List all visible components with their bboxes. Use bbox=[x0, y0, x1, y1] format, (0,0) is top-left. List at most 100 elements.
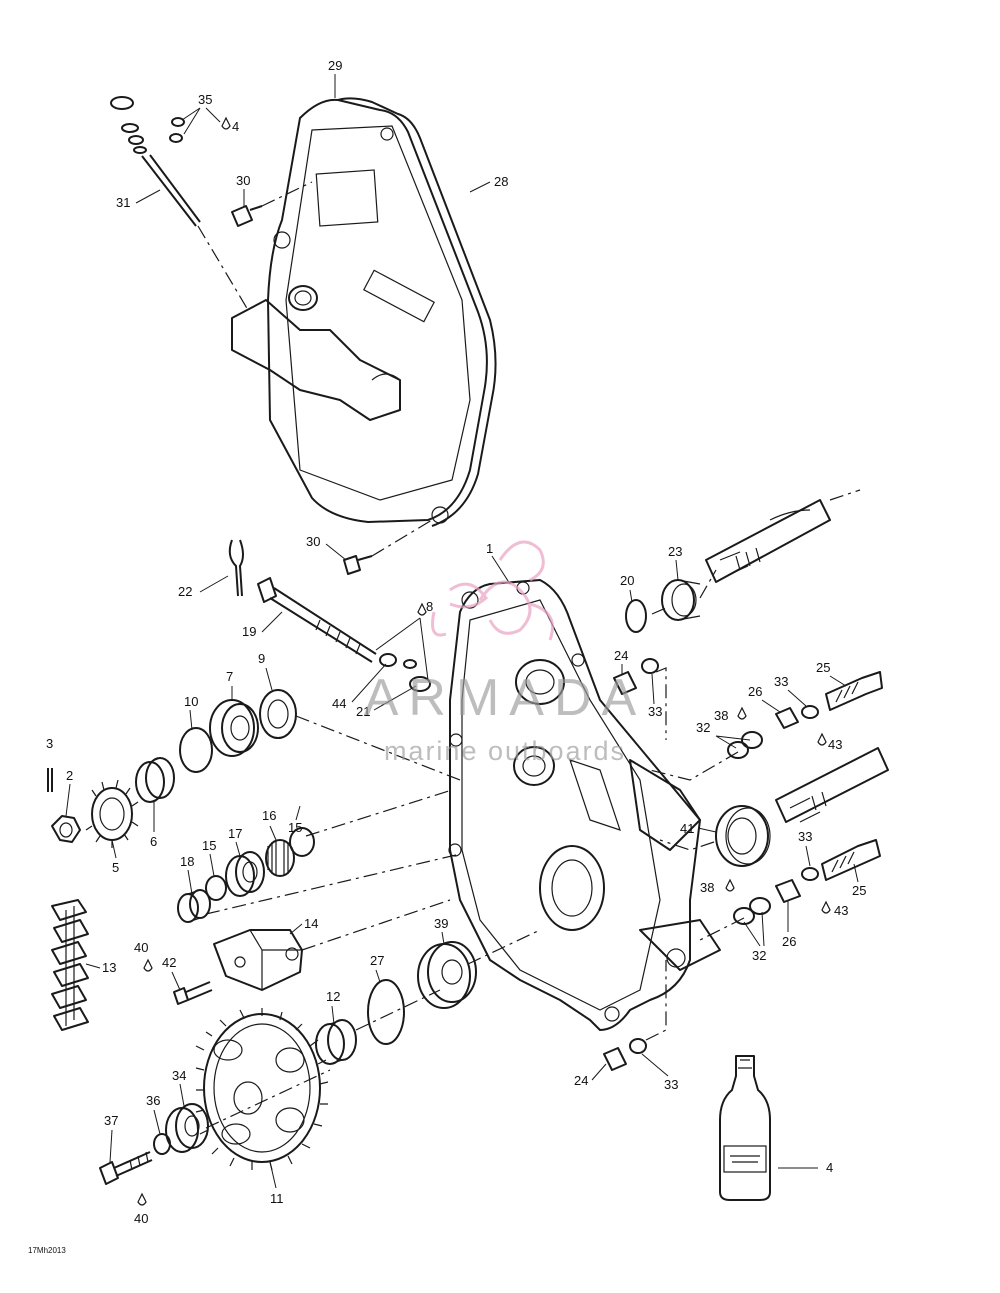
washer-36 bbox=[153, 1133, 171, 1155]
bearing-7 bbox=[209, 699, 259, 757]
callout-28: 28 bbox=[494, 174, 508, 189]
callout-33-left: 33 bbox=[648, 704, 662, 719]
callout-15-right: 15 bbox=[288, 820, 302, 835]
chain-13 bbox=[51, 899, 89, 1031]
callout-25-bottom: 25 bbox=[852, 883, 866, 898]
callout-40-bottom: 40 bbox=[134, 1211, 148, 1226]
callout-22: 22 bbox=[178, 584, 192, 599]
callout-33-bottom: 33 bbox=[664, 1077, 678, 1092]
callout-32-top: 32 bbox=[696, 720, 710, 735]
circlip-27 bbox=[367, 979, 405, 1045]
bolt-30-lower bbox=[343, 519, 433, 575]
callout-39: 39 bbox=[434, 916, 448, 931]
watermark-brand: ARMADA bbox=[363, 669, 647, 727]
callout-34: 34 bbox=[172, 1068, 186, 1083]
callout-15-left: 15 bbox=[202, 838, 216, 853]
nut-2 bbox=[51, 815, 81, 843]
bearing-34 bbox=[165, 1103, 209, 1153]
callout-40-top: 40 bbox=[134, 940, 148, 955]
callout-2: 2 bbox=[66, 768, 73, 783]
bolt-19 bbox=[257, 577, 431, 692]
cotter-pin-22 bbox=[228, 539, 244, 597]
circlip-10 bbox=[179, 727, 213, 773]
callout-44: 44 bbox=[332, 696, 346, 711]
washer-15-right bbox=[289, 827, 315, 857]
callout-25-top: 25 bbox=[816, 660, 830, 675]
callout-12: 12 bbox=[326, 989, 340, 1004]
sprocket-5 bbox=[85, 779, 139, 848]
washer-15-left bbox=[205, 875, 227, 901]
callout-21: 21 bbox=[356, 704, 370, 719]
callout-36: 36 bbox=[146, 1093, 160, 1108]
watermark-tagline: marine outboards bbox=[383, 736, 627, 766]
o-ring-20 bbox=[625, 599, 647, 633]
sleeve-12 bbox=[315, 1019, 357, 1065]
assembly-lines bbox=[205, 569, 745, 1129]
callout-23: 23 bbox=[668, 544, 682, 559]
tensioner-lower bbox=[725, 839, 881, 925]
sprocket-11 bbox=[195, 1008, 329, 1171]
callout-41: 41 bbox=[680, 821, 694, 836]
tensioner-upper bbox=[727, 671, 883, 759]
callout-43-bottom: 43 bbox=[834, 903, 848, 918]
callout-33-top: 33 bbox=[774, 674, 788, 689]
callout-26-top: 26 bbox=[748, 684, 762, 699]
callout-24-bottom: 24 bbox=[574, 1073, 588, 1088]
callout-9: 9 bbox=[258, 651, 265, 666]
callout-18: 18 bbox=[180, 854, 194, 869]
figure-code: 17Mh2013 bbox=[28, 1246, 66, 1255]
callout-31: 31 bbox=[116, 195, 130, 210]
drop-40-lower bbox=[137, 1192, 147, 1206]
bearing-23 bbox=[661, 579, 701, 621]
needle-bearing-16 bbox=[265, 839, 295, 877]
callout-14: 14 bbox=[304, 916, 318, 931]
callout-27: 27 bbox=[370, 953, 384, 968]
bearing-17 bbox=[225, 851, 265, 897]
pin-3 bbox=[47, 768, 53, 792]
bolt-37 bbox=[99, 1151, 153, 1185]
callout-7: 7 bbox=[226, 669, 233, 684]
callout-13: 13 bbox=[102, 960, 116, 975]
bearing-39 bbox=[417, 941, 477, 1009]
bolt-31 bbox=[110, 96, 249, 311]
driven-shaft-upper bbox=[705, 489, 861, 583]
bolt-30-upper bbox=[231, 181, 313, 227]
callout-37: 37 bbox=[104, 1113, 118, 1128]
callout-43-top: 43 bbox=[828, 737, 842, 752]
callout-10: 10 bbox=[184, 694, 198, 709]
callout-4-bottle: 4 bbox=[826, 1160, 833, 1175]
chaincase-cover bbox=[231, 97, 497, 527]
drop-40-upper bbox=[143, 958, 153, 972]
callout-32-bottom: 32 bbox=[752, 948, 766, 963]
sleeve-6 bbox=[135, 757, 175, 803]
callout-17: 17 bbox=[228, 826, 242, 841]
nut-24-lower bbox=[603, 960, 667, 1071]
callout-5: 5 bbox=[112, 860, 119, 875]
callout-24-top: 24 bbox=[614, 648, 628, 663]
driven-shaft-lower bbox=[775, 747, 889, 823]
callout-26-bottom: 26 bbox=[782, 934, 796, 949]
callout-6: 6 bbox=[150, 834, 157, 849]
callout-30-top: 30 bbox=[236, 173, 250, 188]
callout-19: 19 bbox=[242, 624, 256, 639]
callout-30-bottom: 30 bbox=[306, 534, 320, 549]
callout-4-top: 4 bbox=[232, 119, 239, 134]
callout-labels: 29 35 4 31 30 28 30 1 22 19 8 44 21 20 2… bbox=[28, 58, 866, 1255]
callout-16: 16 bbox=[262, 808, 276, 823]
nut-24-upper bbox=[613, 658, 659, 695]
tensioner-block-14 bbox=[213, 929, 303, 991]
callout-11: 11 bbox=[270, 1191, 284, 1206]
callout-35: 35 bbox=[198, 92, 212, 107]
callout-42: 42 bbox=[162, 955, 176, 970]
callout-29: 29 bbox=[328, 58, 342, 73]
bolt-42 bbox=[173, 981, 213, 1005]
callout-3: 3 bbox=[46, 736, 53, 751]
washer-9 bbox=[259, 689, 297, 739]
callout-33-mid: 33 bbox=[798, 829, 812, 844]
sleeve-18 bbox=[177, 889, 211, 923]
watermark-logo-icon bbox=[431, 540, 554, 641]
callout-38-top: 38 bbox=[714, 708, 728, 723]
bearing-41 bbox=[715, 805, 771, 867]
